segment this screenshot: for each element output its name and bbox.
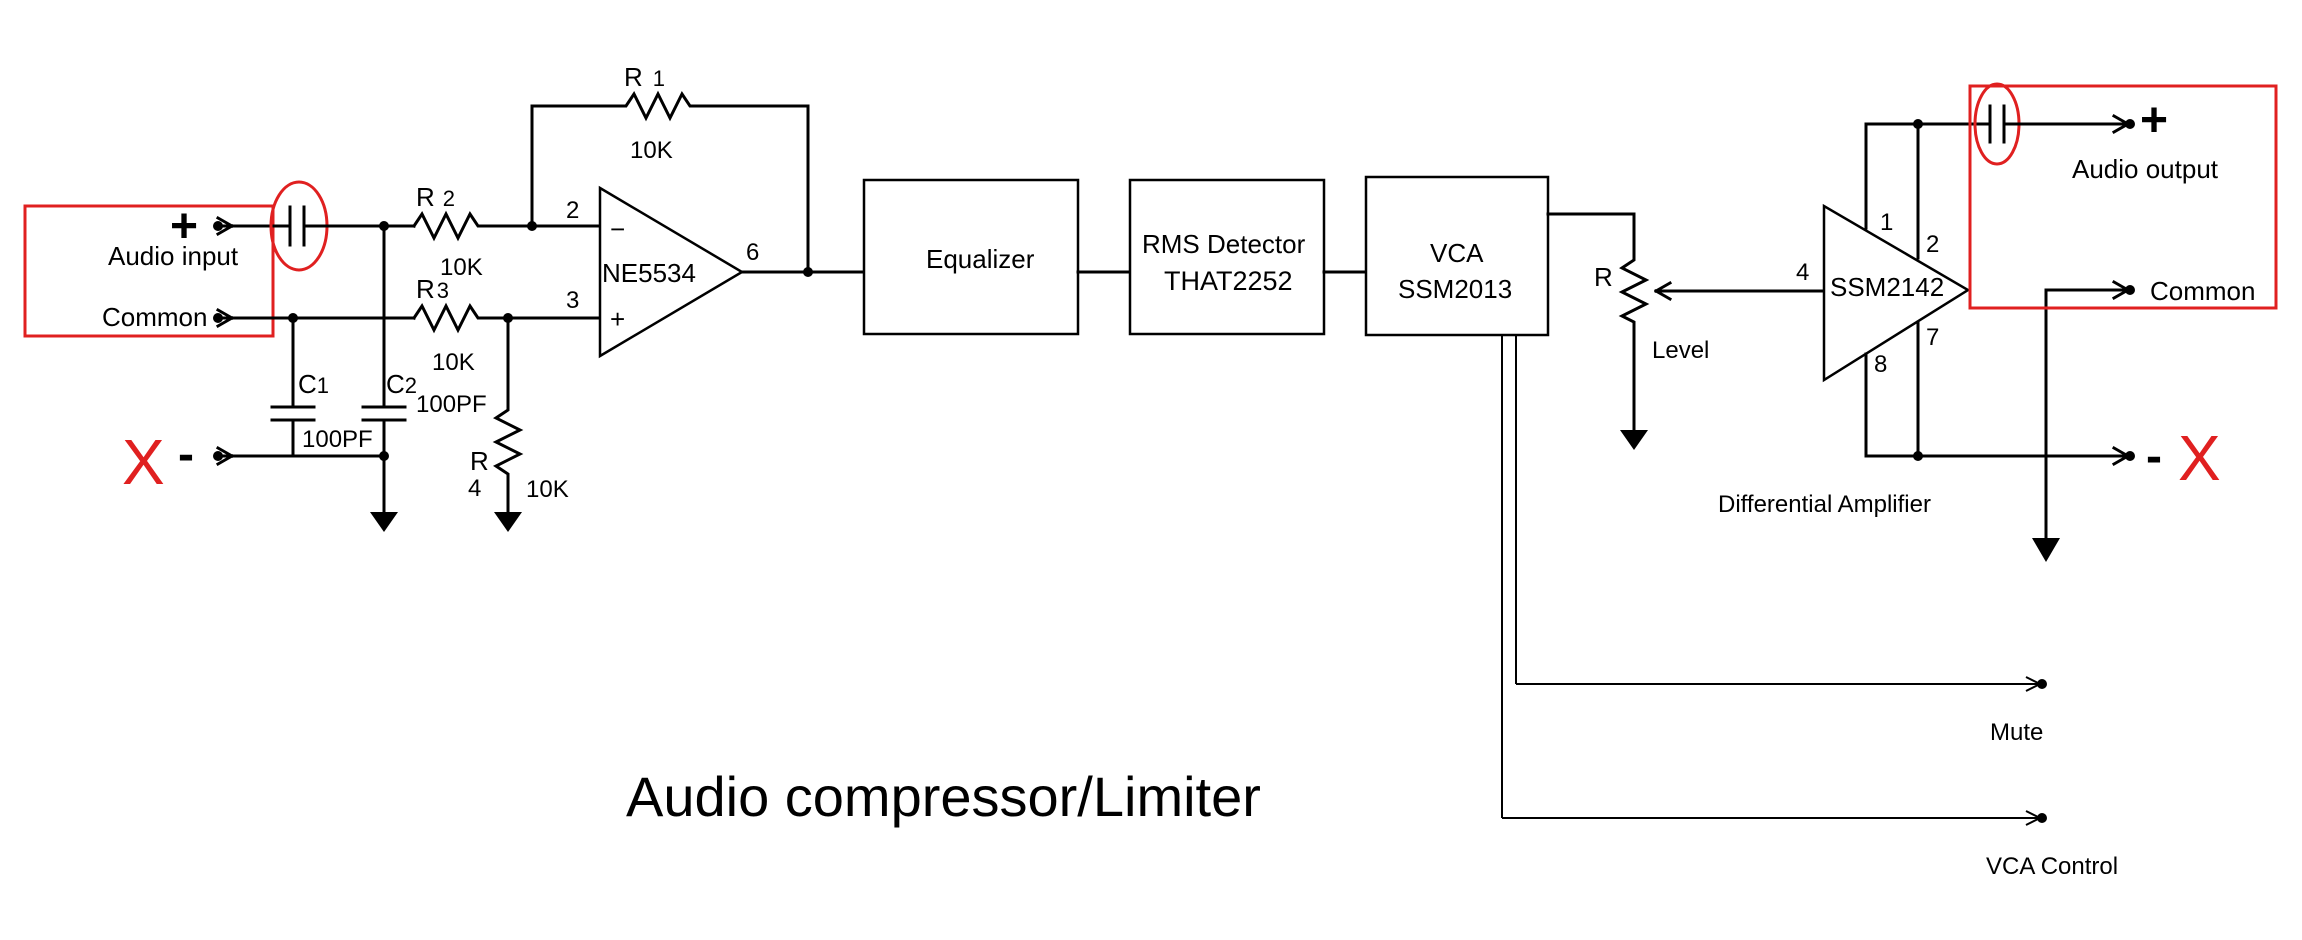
svg-text:SSM2142: SSM2142 bbox=[1830, 272, 1944, 302]
output-stage: SSM2142 4 1 2 7 8 Differential Amplifier… bbox=[1718, 82, 2278, 562]
processing-chain: Equalizer RMS Detector THAT2252 VCA SSM2… bbox=[862, 175, 2118, 880]
svg-text:THAT2252: THAT2252 bbox=[1164, 266, 1293, 296]
opamp-ne5534 bbox=[598, 185, 745, 359]
mute-label: Mute bbox=[1990, 719, 2043, 746]
svg-text:Level: Level bbox=[1652, 337, 1709, 364]
svg-text:R1: R1 bbox=[624, 62, 665, 92]
svg-text:10K: 10K bbox=[630, 137, 673, 164]
equalizer-block bbox=[862, 178, 1080, 336]
diffamp-pin-8: 8 bbox=[1874, 351, 1887, 378]
diffamp-pin-4: 4 bbox=[1796, 259, 1809, 286]
svg-text:SSM2013: SSM2013 bbox=[1398, 274, 1512, 304]
output-common-label: Common bbox=[2150, 276, 2255, 306]
input-x-mark: X bbox=[122, 426, 165, 498]
output-x-mark: X bbox=[2178, 422, 2221, 494]
input-section: + Audio input Common X - C bbox=[23, 180, 487, 532]
opamp-minus-sign: − bbox=[610, 214, 625, 244]
svg-text:RMS Detector: RMS Detector bbox=[1142, 229, 1306, 259]
capacitor-c2: C2 100PF bbox=[361, 224, 487, 458]
svg-text:10K: 10K bbox=[432, 349, 475, 376]
input-common-label: Common bbox=[102, 302, 207, 332]
opamp-plus-sign: + bbox=[610, 304, 625, 334]
input-label: Audio input bbox=[108, 241, 239, 271]
opamp-pin-2: 2 bbox=[566, 197, 579, 224]
diffamp-pin-1: 1 bbox=[1880, 209, 1893, 236]
diff-amp-ssm2142 bbox=[1822, 203, 1971, 383]
vca-block bbox=[1364, 175, 1550, 337]
output-minus-sign: - bbox=[2146, 430, 2162, 483]
output-plus-sign: + bbox=[2140, 94, 2168, 147]
rms-detector-block bbox=[1128, 178, 1326, 336]
svg-text:R: R bbox=[1594, 262, 1613, 292]
svg-text:100PF: 100PF bbox=[302, 426, 373, 453]
svg-text:4: 4 bbox=[468, 475, 481, 502]
output-label: Audio output bbox=[2072, 154, 2219, 184]
svg-text:C2: C2 bbox=[386, 369, 417, 399]
svg-text:10K: 10K bbox=[440, 254, 483, 281]
level-potentiometer: R Level bbox=[1594, 212, 1826, 450]
svg-text:100PF: 100PF bbox=[416, 391, 487, 418]
diffamp-pin-7: 7 bbox=[1926, 324, 1939, 351]
svg-text:VCA: VCA bbox=[1430, 238, 1484, 268]
vca-control-label: VCA Control bbox=[1986, 853, 2118, 880]
resistor-r4: R 4 10K bbox=[468, 316, 569, 532]
control-lines: Mute VCA Control bbox=[1501, 335, 2118, 880]
opamp-pin-3: 3 bbox=[566, 287, 579, 314]
svg-text:R3: R3 bbox=[416, 274, 449, 304]
opamp-pin-6: 6 bbox=[746, 239, 759, 266]
svg-text:Equalizer: Equalizer bbox=[926, 244, 1035, 274]
resistor-r3: R3 10K bbox=[411, 274, 510, 376]
diagram-title: Audio compressor/Limiter bbox=[626, 765, 1261, 828]
output-highlight-box bbox=[1968, 84, 2278, 310]
svg-text:R: R bbox=[470, 446, 489, 476]
svg-text:R2: R2 bbox=[416, 182, 455, 212]
output-ground-symbol bbox=[2032, 538, 2060, 562]
svg-text:C1: C1 bbox=[298, 369, 329, 399]
diffamp-pin-2: 2 bbox=[1926, 231, 1939, 258]
opamp-name: NE5534 bbox=[602, 258, 696, 288]
input-minus-sign: - bbox=[178, 428, 194, 481]
input-highlight-box bbox=[23, 204, 275, 338]
svg-text:10K: 10K bbox=[526, 476, 569, 503]
ground-symbol bbox=[370, 512, 398, 532]
diffamp-caption: Differential Amplifier bbox=[1718, 491, 1931, 518]
capacitor-c1: C1 100PF bbox=[270, 316, 373, 458]
input-plus-sign: + bbox=[170, 200, 198, 253]
